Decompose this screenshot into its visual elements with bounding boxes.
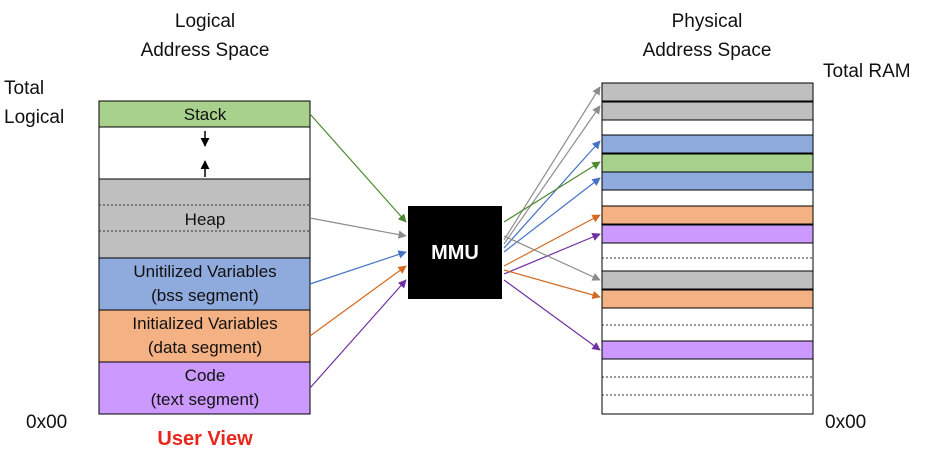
- stack-to-mmu-arrow: [309, 113, 407, 223]
- mmu-to-ram-bss-arrow: [503, 177, 601, 253]
- logical-to-mmu-arrows: [309, 113, 407, 389]
- bss-segment-label-line2: (bss segment): [151, 286, 259, 305]
- mmu-label: MMU: [431, 242, 479, 264]
- heap-to-mmu-arrow: [309, 217, 407, 239]
- bss-to-mmu-arrow: [309, 250, 407, 285]
- physical-origin-label: 0x00: [825, 412, 866, 433]
- ram-frame-bss: [601, 134, 814, 154]
- physical-title-line2: Address Space: [643, 40, 772, 61]
- mmu-to-physical-arrows: [503, 86, 601, 351]
- mmu-to-ram-heap-arrow: [503, 86, 601, 241]
- stack-segment-label: Stack: [184, 105, 227, 124]
- ram-frame-bss: [601, 171, 814, 191]
- ram-frame-code: [601, 224, 814, 244]
- logical-title-line2: Address Space: [141, 40, 270, 61]
- physical-title-line1: Physical: [672, 11, 743, 32]
- code-segment-label-line1: Code: [185, 366, 226, 385]
- mmu-to-ram-bss-arrow: [503, 140, 601, 249]
- code-segment: [98, 361, 311, 415]
- heap-segment: [98, 178, 311, 259]
- ram-frame-stack: [601, 153, 814, 173]
- logical-address-space: Stack Heap Unitilized Variables (bss seg…: [98, 100, 311, 415]
- ram-frame-data: [601, 205, 814, 225]
- heap-segment-label: Heap: [185, 210, 226, 229]
- bss-segment-label-line1: Unitilized Variables: [133, 262, 276, 281]
- mmu-to-ram-heap-arrow: [503, 105, 601, 245]
- logical-title-line1: Logical: [175, 11, 235, 32]
- mmu-to-ram-code-arrow: [503, 233, 601, 275]
- stack-segment: [98, 100, 311, 128]
- mmu-to-ram-heap-arrow: [503, 235, 601, 281]
- data-to-mmu-arrow: [309, 265, 407, 337]
- data-segment-label-line2: (data segment): [148, 338, 262, 357]
- total-logical-line1: Total: [4, 78, 44, 99]
- mmu-to-ram-code-arrow: [503, 279, 601, 351]
- ram-outline: [601, 82, 814, 415]
- ram-frame-code: [601, 340, 814, 360]
- ram-frame-heap: [601, 82, 814, 102]
- data-segment-label-line1: Initialized Variables: [132, 314, 277, 333]
- mmu-box: [408, 206, 502, 299]
- mmu-to-ram-data-arrow: [503, 214, 601, 267]
- bss-segment: [98, 257, 311, 311]
- data-segment: [98, 309, 311, 363]
- ram-frame-heap: [601, 101, 814, 121]
- total-ram-label: Total RAM: [823, 61, 911, 82]
- ram-frame-data: [601, 289, 814, 309]
- mmu-to-ram-stack-arrow: [503, 161, 601, 223]
- mmu-to-ram-data-arrow: [503, 269, 601, 299]
- logical-origin-label: 0x00: [26, 412, 67, 433]
- code-segment-label-line2: (text segment): [151, 390, 260, 409]
- physical-address-space: [601, 82, 814, 415]
- code-to-mmu-arrow: [309, 279, 407, 389]
- total-logical-line2: Logical: [4, 107, 64, 128]
- user-view-label: User View: [157, 428, 253, 449]
- ram-frame-heap: [601, 270, 814, 290]
